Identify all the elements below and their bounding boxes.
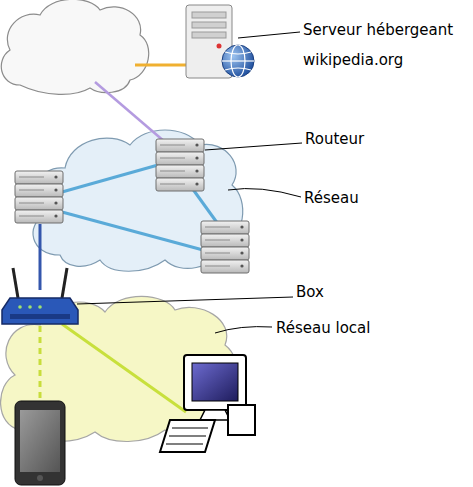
internet-link [95, 82, 172, 148]
keyboard [160, 420, 215, 452]
web-server [186, 5, 254, 78]
phone-screen [20, 410, 60, 472]
box-light [38, 305, 42, 309]
leader-line [205, 143, 302, 150]
server-bay [192, 12, 226, 18]
wifi-link [39, 326, 42, 402]
ethernet-link [62, 324, 186, 412]
box-light [18, 305, 22, 309]
server-bay [192, 32, 226, 38]
monitor [184, 355, 246, 410]
box-router [2, 268, 78, 324]
monitor-screen [192, 363, 238, 401]
router-rack [15, 171, 63, 223]
callout-label: Réseau [304, 183, 424, 213]
monitor-stand [200, 410, 230, 420]
router-rack [156, 139, 204, 191]
globe-symbol [222, 45, 254, 77]
globe-equator [222, 60, 254, 61]
box-light [28, 305, 32, 309]
uplink [39, 224, 42, 290]
router-link [62, 212, 203, 250]
server-bay [192, 22, 226, 28]
box-body [2, 298, 78, 324]
router-link [192, 188, 218, 224]
box-panel [10, 314, 70, 319]
antenna [62, 268, 67, 298]
callout-label: Serveur hébergeant wikipedia.org [303, 15, 471, 75]
leader-line [228, 189, 301, 197]
antenna [13, 268, 18, 298]
desktop-computer [160, 355, 255, 452]
server-link [135, 64, 188, 67]
router-link [62, 165, 158, 192]
smartphone [15, 401, 65, 485]
phone-body [15, 401, 65, 485]
leader-line [215, 327, 272, 333]
phone-button [37, 475, 43, 481]
computer-case [228, 405, 255, 435]
globe-parallel [225, 52, 251, 70]
leader-line [238, 32, 300, 38]
callout-label: Réseau local [276, 313, 426, 343]
internet-cloud [1, 0, 148, 94]
router-rack [201, 221, 249, 273]
keyboard-keys [166, 428, 208, 444]
server-light [217, 44, 222, 49]
leader-line [77, 297, 293, 304]
callout-label: Box [296, 277, 416, 307]
callout-label: Routeur [305, 124, 425, 154]
